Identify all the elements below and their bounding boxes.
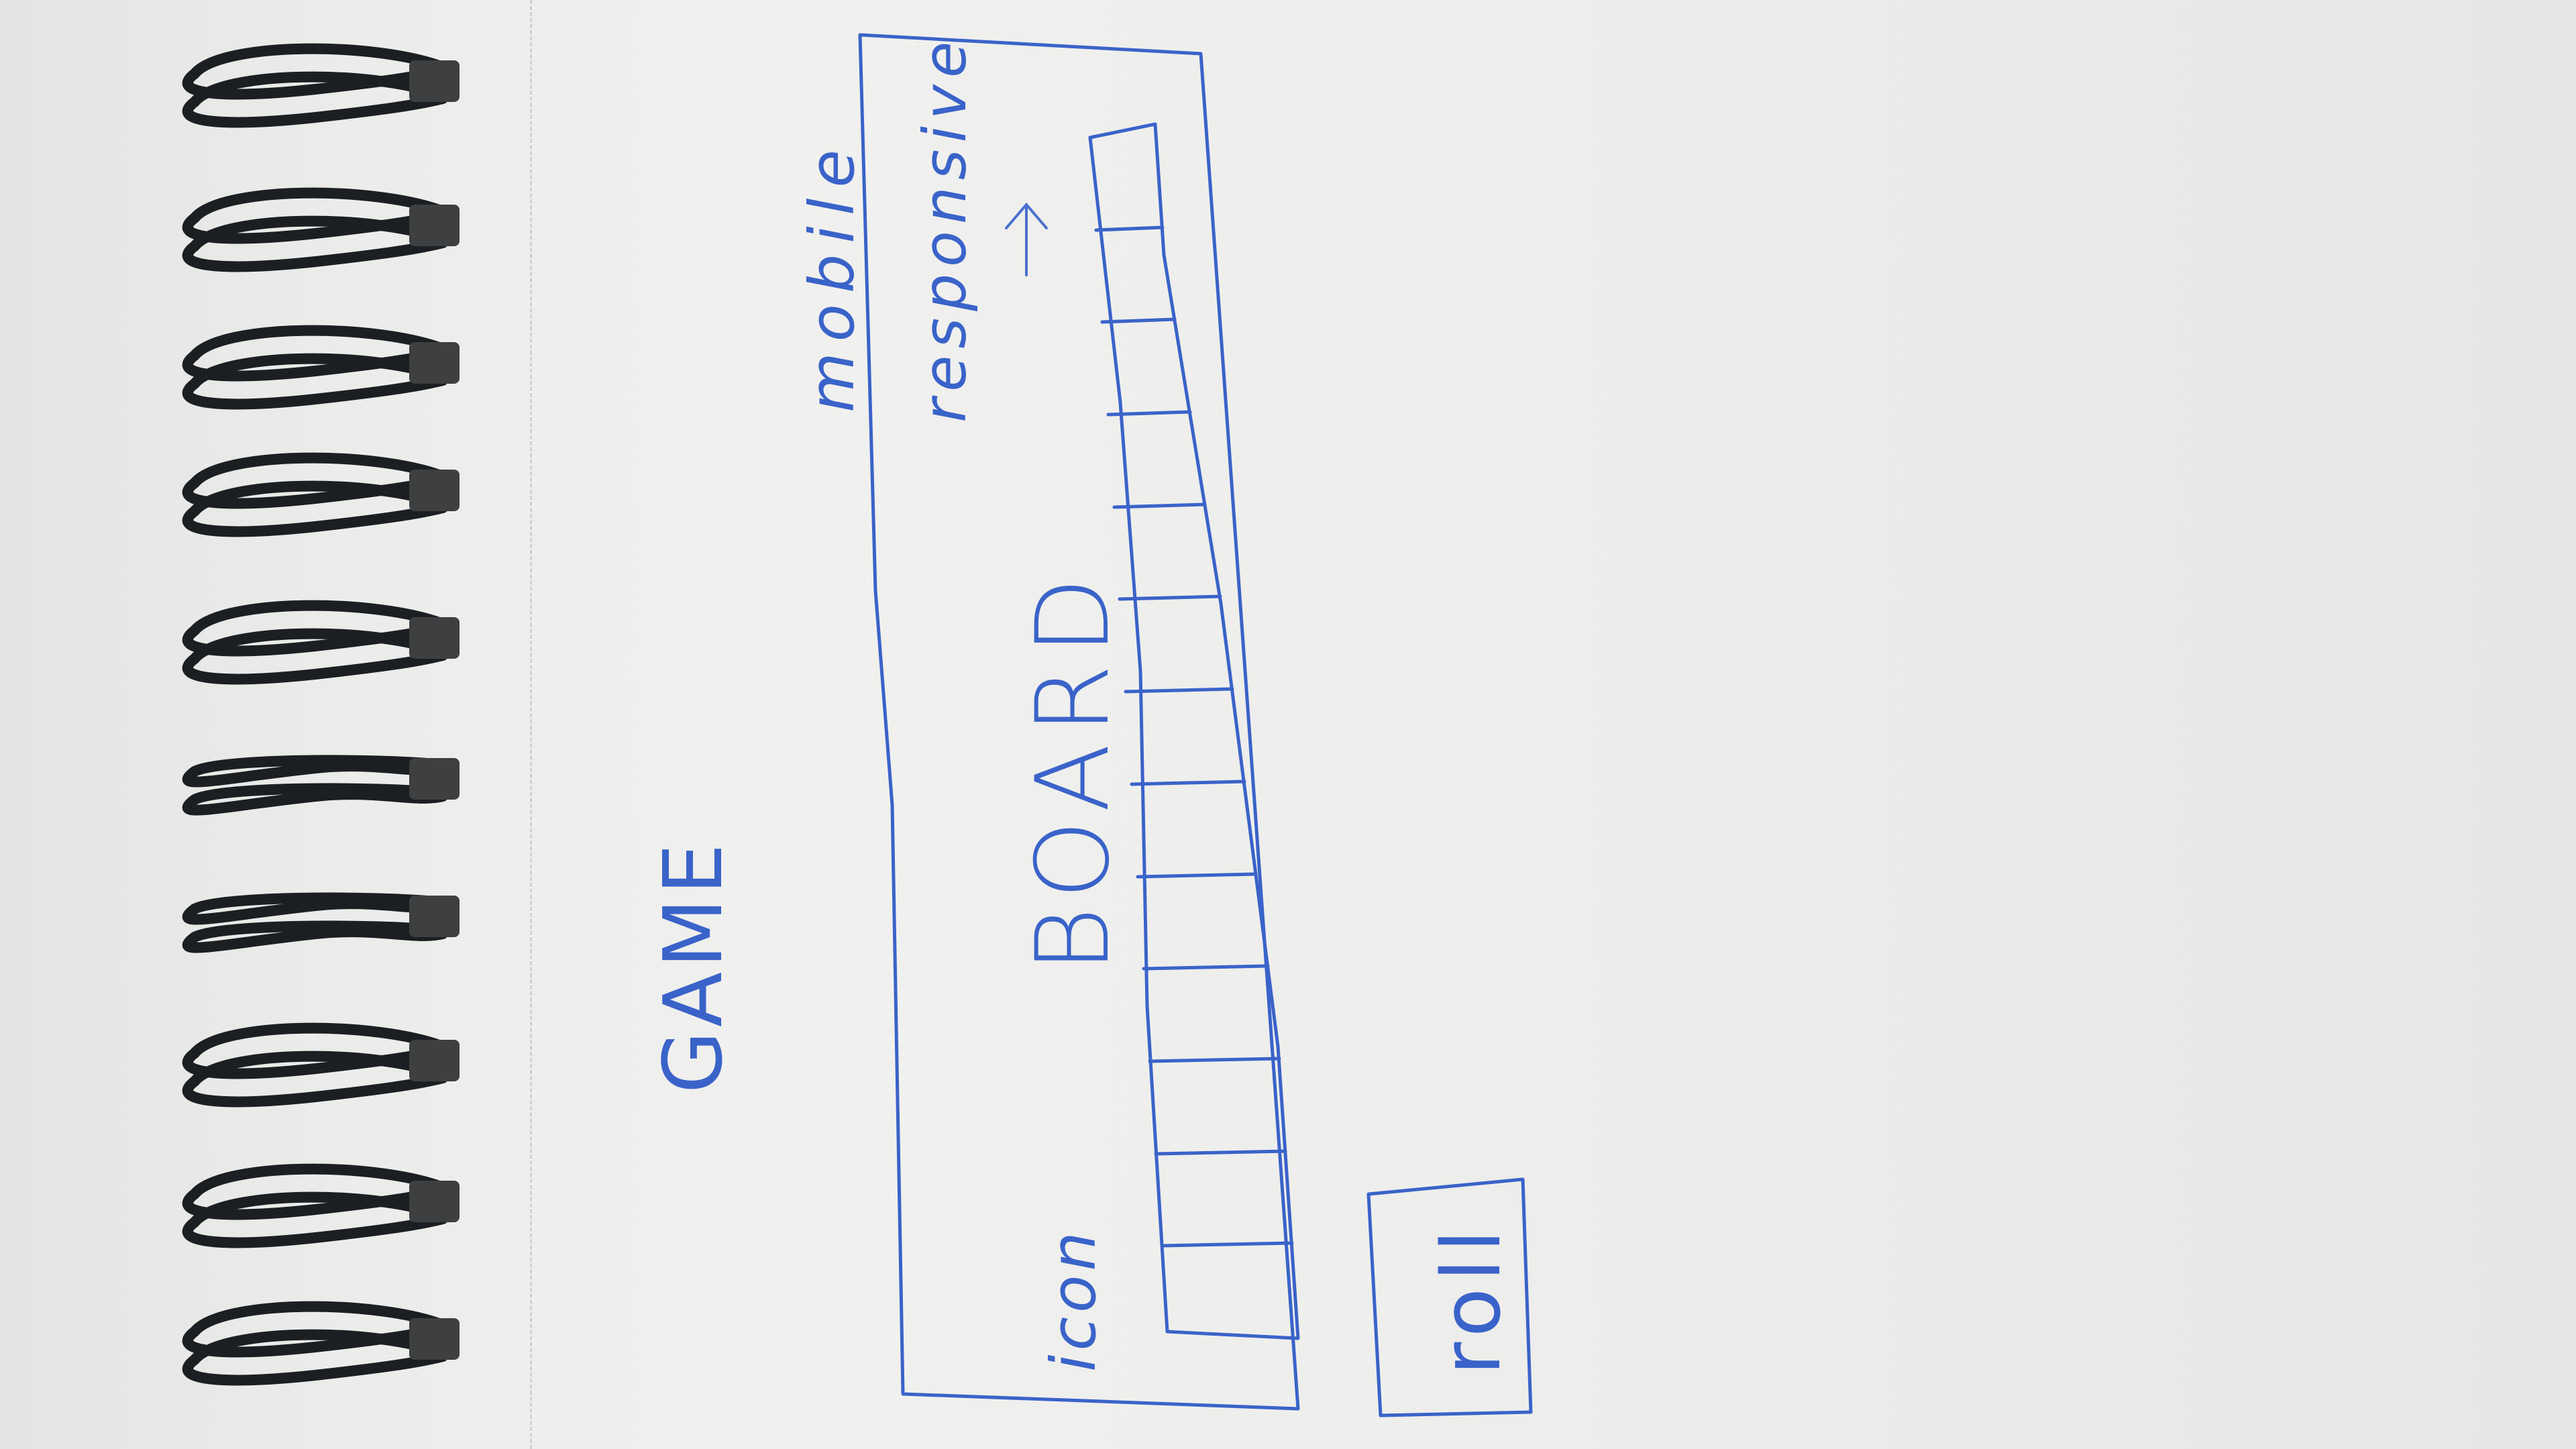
spiral-ring	[182, 755, 460, 816]
spiral-ring	[182, 1022, 460, 1108]
icon-label: icon	[1038, 1228, 1110, 1372]
track-cell-divider	[1130, 780, 1246, 786]
spiral-ring	[182, 43, 460, 128]
track-cell-divider	[1154, 1149, 1287, 1156]
track-cell-divider	[1118, 594, 1222, 601]
track-cell-divider	[1136, 872, 1258, 879]
responsive-note: responsive	[910, 34, 979, 423]
board-frame	[858, 33, 1300, 1411]
track-cell-divider	[1124, 687, 1234, 694]
roll-button-frame	[1366, 1177, 1533, 1417]
spiral-ring	[182, 187, 460, 272]
track-cell-divider	[1160, 1241, 1294, 1248]
track-cell-divider	[1094, 225, 1165, 232]
spiral-ring	[182, 1163, 460, 1248]
spiral-ring	[182, 325, 460, 410]
spiral-ring	[182, 892, 460, 953]
track-cell-divider	[1142, 964, 1270, 971]
track-cell-divider	[1100, 317, 1177, 324]
spiral-ring	[182, 452, 460, 537]
perforation-line	[530, 0, 532, 1449]
track-cell-divider	[1106, 410, 1192, 417]
board-label: BOARD	[1015, 568, 1132, 973]
roll-button[interactable]: roll	[1426, 1223, 1519, 1375]
track-cell-divider	[1148, 1057, 1281, 1063]
spiral-ring	[182, 1301, 460, 1386]
track-cell-divider	[1112, 502, 1207, 509]
spiral-binding	[182, 43, 460, 1386]
game-title: GAME	[647, 839, 741, 1093]
responsive-arrow	[1005, 202, 1048, 276]
spiral-ring	[182, 600, 460, 685]
track-outline	[1088, 122, 1300, 1340]
mobile-note: mobile	[796, 138, 868, 413]
track-cells	[1094, 225, 1294, 1248]
